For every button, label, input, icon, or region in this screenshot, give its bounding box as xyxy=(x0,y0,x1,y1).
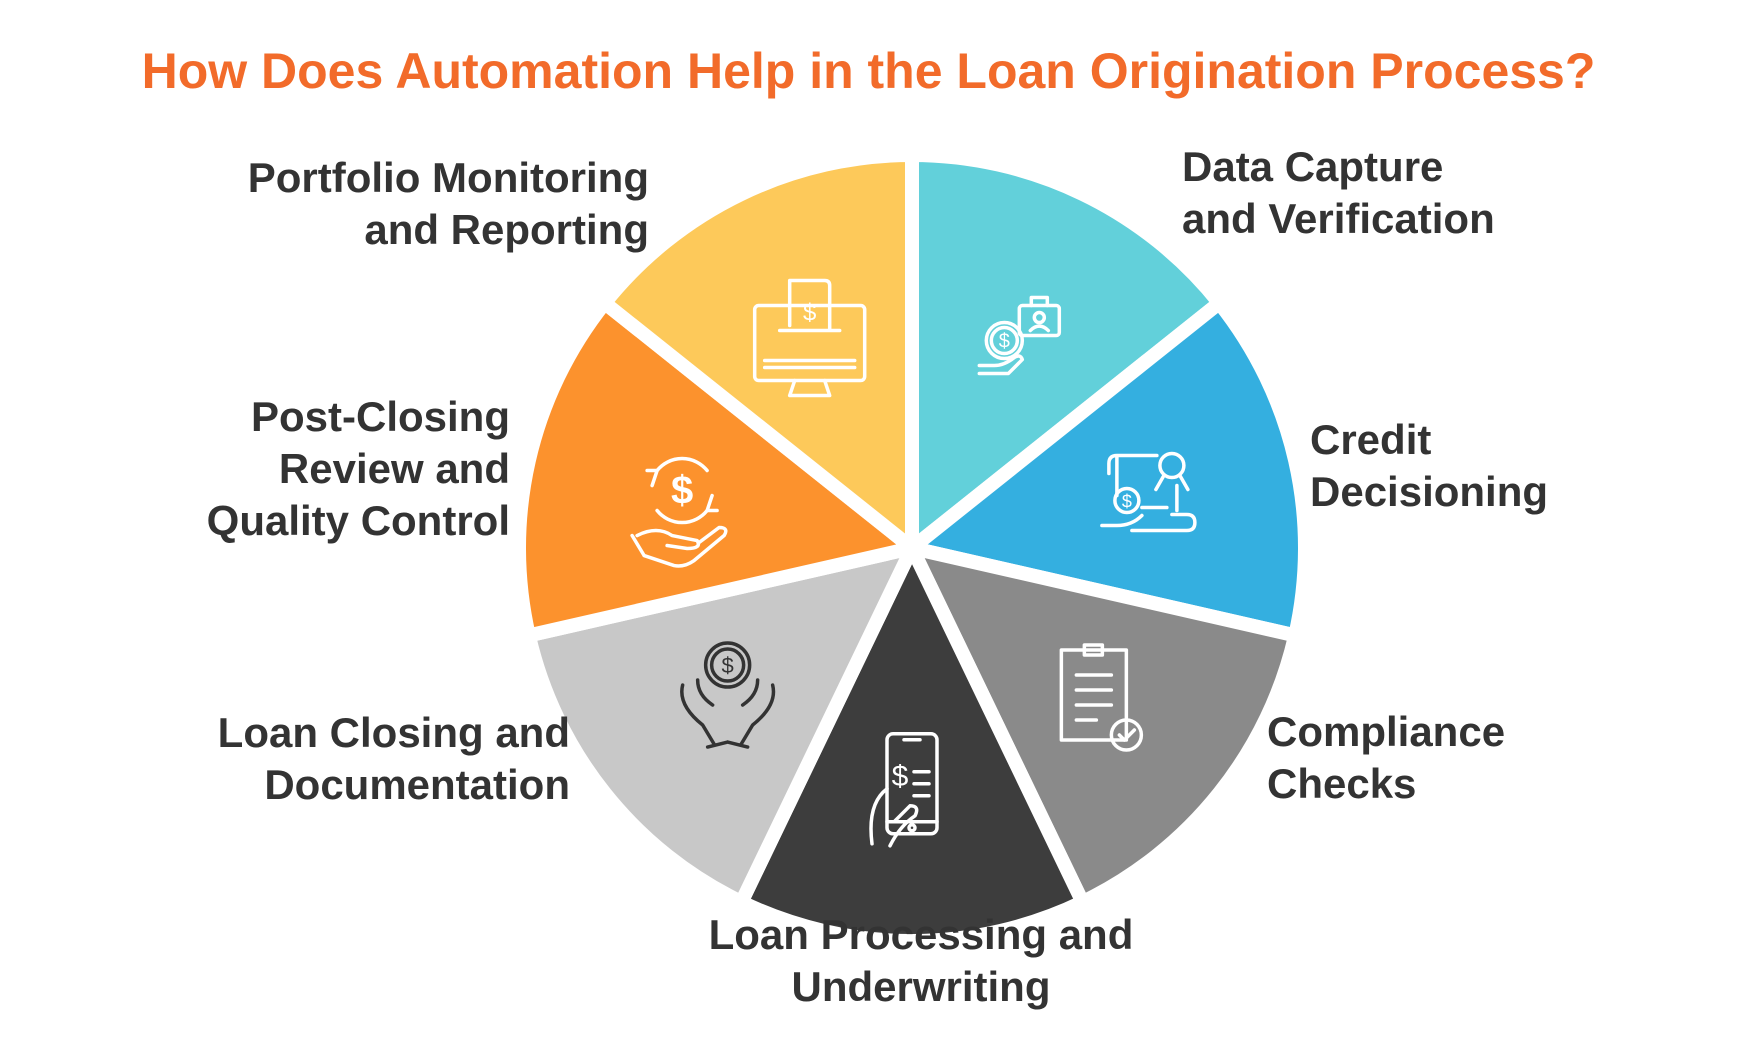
label-portfolio-monitoring: Portfolio Monitoring and Reporting xyxy=(248,152,649,256)
clipboard-check-icon xyxy=(1059,643,1144,752)
label-line: Loan Processing and xyxy=(708,911,1134,958)
label-line: Documentation xyxy=(264,761,570,808)
slice-portfolio-monitoring xyxy=(597,148,919,555)
dollar-cycle-hand-icon: $ xyxy=(630,456,728,568)
label-loan-closing: Loan Closing and Documentation xyxy=(218,707,570,811)
svg-text:$: $ xyxy=(803,300,816,327)
label-line: and Verification xyxy=(1182,195,1495,242)
label-line: Decisioning xyxy=(1310,468,1549,515)
label-line: Credit xyxy=(1310,416,1432,463)
coin-hand-id-card-icon: $ xyxy=(977,295,1062,376)
monitor-invoice-icon: $ xyxy=(752,278,867,398)
label-data-capture: Data Capture and Verification xyxy=(1182,141,1495,245)
label-post-closing: Post-Closing Review and Quality Control xyxy=(207,391,510,547)
label-line: Review and xyxy=(278,445,510,492)
slice-post-closing xyxy=(512,295,919,643)
label-compliance-checks: Compliance Checks xyxy=(1267,706,1505,810)
slice-compliance-checks xyxy=(905,541,1303,910)
label-line: Data Capture xyxy=(1182,143,1444,190)
hands-coin-icon: $ xyxy=(680,641,776,749)
svg-text:$: $ xyxy=(892,760,909,793)
label-line: Loan Closing and xyxy=(217,709,570,756)
label-line: Quality Control xyxy=(206,497,510,544)
slice-loan-processing xyxy=(734,541,1090,948)
label-line: Post-Closing xyxy=(251,393,510,440)
page-title: How Does Automation Help in the Loan Ori… xyxy=(141,43,1596,99)
svg-text:$: $ xyxy=(999,331,1010,353)
slice-loan-closing xyxy=(521,541,919,910)
label-line: Checks xyxy=(1267,760,1417,807)
phone-dollar-hand-icon: $ xyxy=(869,732,939,848)
certificate-coin-hand-icon: $ xyxy=(1100,451,1197,533)
label-line: Underwriting xyxy=(791,963,1051,1010)
label-loan-processing: Loan Processing and Underwriting xyxy=(621,909,1221,1013)
label-credit-decisioning: Credit Decisioning xyxy=(1310,414,1548,518)
slice-data-capture xyxy=(905,148,1227,555)
label-line: Compliance xyxy=(1267,708,1506,755)
svg-text:$: $ xyxy=(1122,492,1132,512)
svg-text:$: $ xyxy=(722,653,734,678)
label-line: Portfolio Monitoring xyxy=(247,154,649,201)
svg-text:$: $ xyxy=(671,469,693,513)
label-line: and Reporting xyxy=(364,206,649,253)
